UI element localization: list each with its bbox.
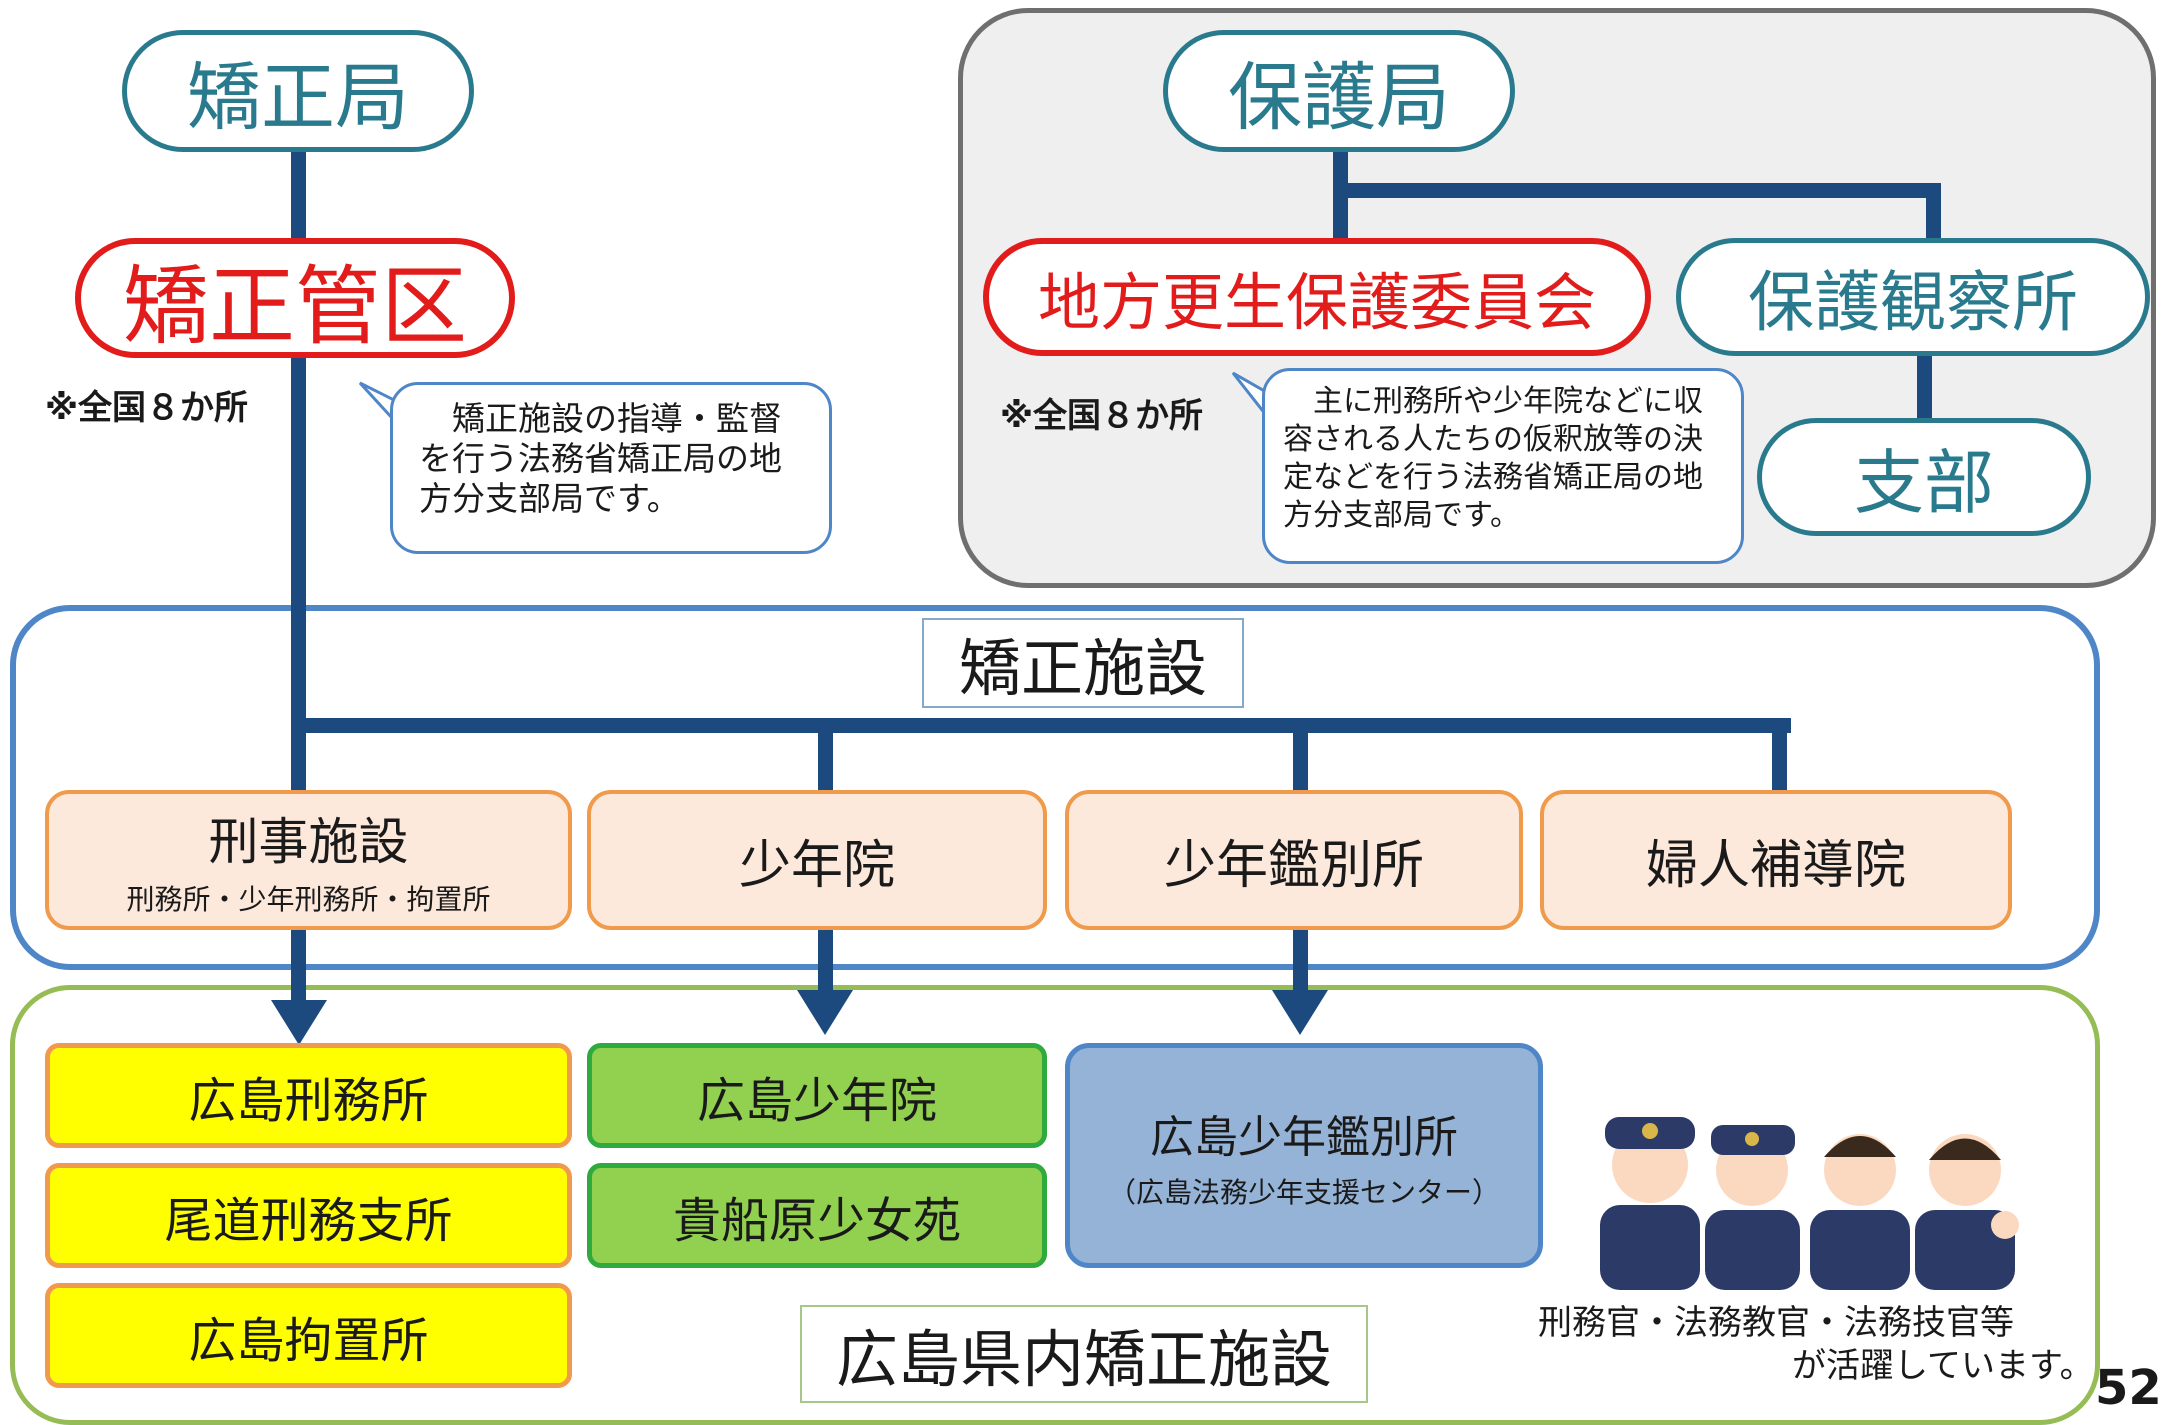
facility-shonenin-label: 少年院	[738, 835, 895, 896]
staff-caption-2: が活躍しています。	[1792, 1346, 2094, 1386]
chiho-iinkai-node: 地方更生保護委員会	[983, 238, 1651, 356]
prison-hiroshima-label: 広島刑務所	[188, 1072, 429, 1129]
kyosei-kyoku-node: 矯正局	[122, 30, 474, 152]
drop-fujin	[1772, 718, 1787, 790]
facility-keiji-label: 刑事施設	[208, 813, 409, 871]
iinkai-note: ※全国８か所	[1000, 396, 1204, 436]
hiroshima-title-text: 広島県内矯正施設	[835, 1323, 1332, 1396]
prison-onomichi: 尾道刑務支所	[45, 1163, 572, 1268]
arrowhead-kanbetsu	[1272, 990, 1328, 1035]
facility-kanbetsu: 少年鑑別所	[1065, 790, 1523, 930]
drop-shonenin	[818, 718, 833, 790]
juvenile-hiroshima: 広島少年院	[587, 1043, 1047, 1148]
kanku-callout: 矯正施設の指導・監督を行う法務省矯正局の地方分支部局です。	[390, 382, 832, 554]
detention-hiroshima-label: 広島拘置所	[188, 1312, 429, 1369]
juvenile-kifunehara-label: 貴船原少女苑	[672, 1192, 961, 1249]
detention-hiroshima: 広島拘置所	[45, 1283, 572, 1388]
arrowhead-shonenin	[797, 990, 853, 1035]
kyosei-kyoku-label: 矯正局	[187, 54, 409, 141]
shibu-node: 支部	[1757, 418, 2091, 536]
kansatsusho-to-shibu-line	[1917, 355, 1932, 420]
hogo-horizontal-line	[1333, 183, 1941, 198]
kyosei-shisetsu-title-text: 矯正施設	[958, 632, 1207, 705]
hogo-kansatsusho-label: 保護観察所	[1748, 264, 2078, 341]
kyosei-kanku-label: 矯正管区	[123, 256, 467, 357]
kyosei-kanku-node: 矯正管区	[75, 238, 515, 358]
facility-keiji: 刑事施設 刑務所・少年刑務所・拘置所	[45, 790, 572, 930]
drop-kanbetsu	[1293, 718, 1308, 790]
hogo-kyoku-label: 保護局	[1228, 54, 1450, 141]
kanbetsu-hiroshima-label: 広島少年鑑別所	[1150, 1111, 1458, 1163]
chiho-iinkai-label: 地方更生保護委員会	[1037, 266, 1596, 339]
hogo-kyoku-node: 保護局	[1163, 30, 1515, 152]
facility-kanbetsu-label: 少年鑑別所	[1163, 835, 1424, 896]
prison-hiroshima: 広島刑務所	[45, 1043, 572, 1148]
facility-keiji-sub: 刑務所・少年刑務所・拘置所	[126, 883, 491, 916]
hiroshima-title: 広島県内矯正施設	[800, 1305, 1368, 1403]
facilities-horizontal-line	[291, 718, 1791, 733]
arrow-shaft-shonenin	[818, 930, 833, 990]
kyosei-shisetsu-title: 矯正施設	[922, 618, 1244, 708]
kanku-note: ※全国８か所	[45, 388, 249, 428]
officer-figure-1	[1600, 1117, 1700, 1290]
staff-illustration	[1600, 1117, 2019, 1290]
shibu-label: 支部	[1854, 441, 1994, 524]
facility-fujin-label: 婦人補導院	[1645, 835, 1906, 896]
officer-figure-2	[1705, 1125, 1800, 1290]
facility-fujin: 婦人補導院	[1540, 790, 2012, 930]
kanbetsu-hiroshima-sub: （広島法務少年支援センター）	[1107, 1175, 1500, 1209]
page-number: 52	[2095, 1360, 2161, 1416]
hogo-right-drop	[1926, 183, 1941, 243]
hogo-kansatsusho-node: 保護観察所	[1676, 238, 2150, 356]
iinkai-callout: 主に刑務所や少年院などに収容される人たちの仮釈放等の決定などを行う法務省矯正局の…	[1262, 368, 1744, 564]
officer-figure-3	[1810, 1134, 1910, 1290]
staff-caption-1: 刑務官・法務教官・法務技官等	[1538, 1303, 2014, 1343]
prison-onomichi-label: 尾道刑務支所	[164, 1192, 453, 1249]
juvenile-hiroshima-label: 広島少年院	[696, 1072, 937, 1129]
arrow-shaft-kanbetsu	[1293, 930, 1308, 990]
officer-figure-4	[1915, 1134, 2019, 1290]
facility-shonenin: 少年院	[587, 790, 1047, 930]
kanbetsu-hiroshima: 広島少年鑑別所 （広島法務少年支援センター）	[1065, 1043, 1543, 1268]
arrowhead-keiji	[271, 1000, 327, 1045]
juvenile-kifunehara: 貴船原少女苑	[587, 1163, 1047, 1268]
